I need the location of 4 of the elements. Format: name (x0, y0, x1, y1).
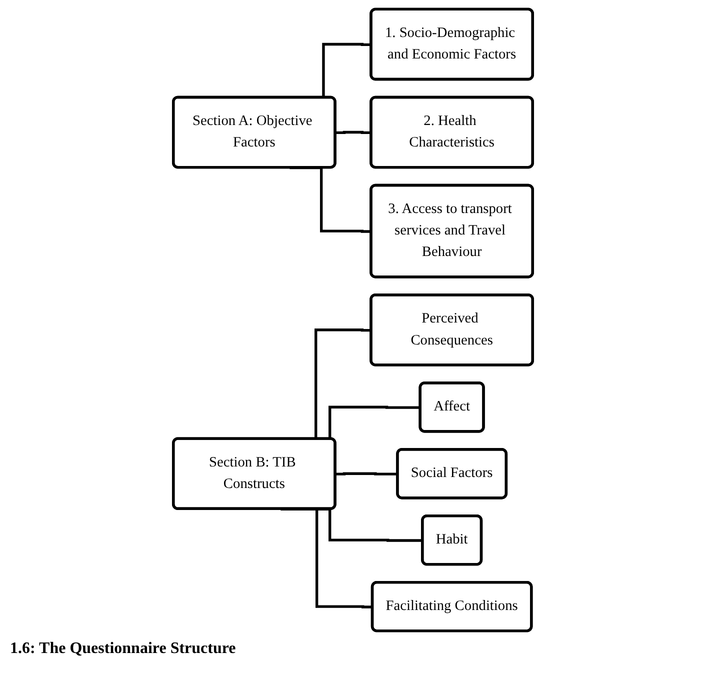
caption: 1.6: The Questionnaire Structure (9, 640, 237, 658)
connector (335, 472, 398, 476)
connector (335, 130, 372, 134)
connector (290, 166, 372, 233)
